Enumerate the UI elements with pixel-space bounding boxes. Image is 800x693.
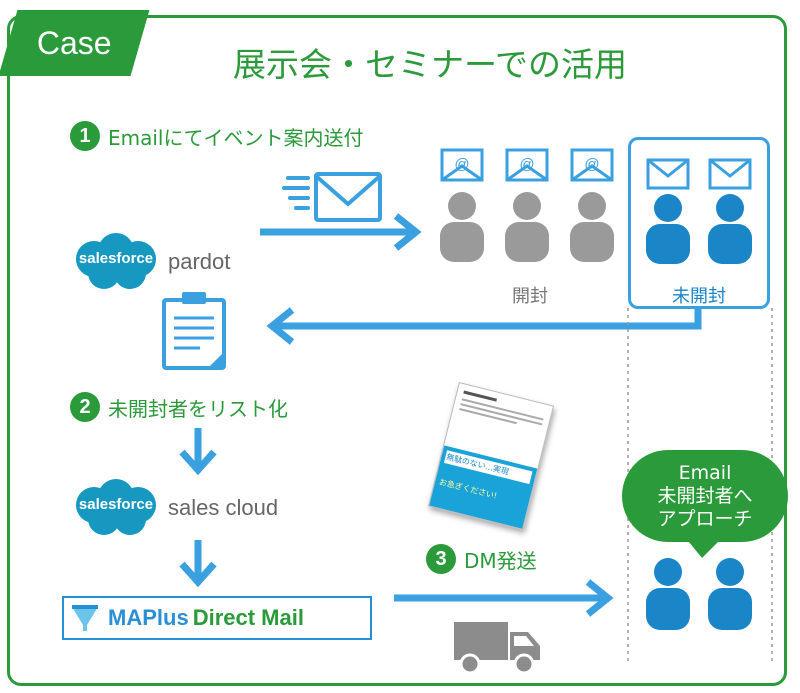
- arrow-to-recipients-icon: [260, 213, 422, 251]
- step-3-number: 3: [426, 544, 456, 574]
- case-tag: Case: [0, 10, 150, 76]
- arrow-to-unopened-icon: [394, 579, 614, 617]
- page-title: 展示会・セミナーでの活用: [232, 45, 628, 84]
- step-3: 3 DM発送: [426, 544, 537, 574]
- svg-text:@: @: [519, 156, 534, 173]
- step-2: 2 未開封者をリスト化: [70, 392, 288, 422]
- step-1-text: Emailにてイベント案内送付: [108, 125, 364, 150]
- down-arrow-icon: [179, 428, 217, 476]
- sent-envelope-icon: [282, 172, 382, 222]
- step-3-text: DM発送: [464, 548, 537, 573]
- step-2-text: 未開封者をリスト化: [108, 396, 288, 421]
- return-arrow-icon: [266, 306, 702, 345]
- unopened-people-icon: [646, 558, 752, 630]
- down-arrow-icon: [179, 540, 217, 588]
- step-2-number: 2: [70, 392, 100, 422]
- approach-bubble: Email 未開封者へ アプローチ: [622, 450, 788, 542]
- maplus-direct-mail-logo: MAPlus Direct Mail: [62, 596, 372, 640]
- salesforce-sales-cloud-logo: salesforce sales cloud: [70, 477, 278, 539]
- salesforce-cloud-icon: salesforce: [70, 231, 162, 293]
- pardot-label: pardot: [168, 249, 231, 274]
- unopened-label: 未開封: [672, 286, 726, 307]
- opened-label: 開封: [512, 286, 548, 307]
- svg-text:@: @: [454, 156, 469, 173]
- opened-envelope-icon: @: [440, 148, 484, 182]
- step-1: 1 Emailにてイベント案内送付: [70, 121, 364, 151]
- unopened-recipients: [646, 158, 752, 264]
- sales-cloud-label: sales cloud: [168, 495, 279, 520]
- opened-recipients: @ @ @: [440, 148, 614, 262]
- dm-corner: お急ぎください!: [438, 477, 498, 501]
- step-1-number: 1: [70, 121, 100, 151]
- funnel-icon: [72, 605, 98, 631]
- salesforce-cloud-icon: salesforce: [70, 477, 162, 539]
- bubble-tail: [684, 536, 724, 558]
- salesforce-pardot-logo: salesforce pardot: [70, 231, 230, 293]
- svg-text:@: @: [584, 156, 599, 173]
- clipboard-icon: [162, 292, 226, 370]
- case-frame: [7, 15, 787, 686]
- truck-icon: [454, 622, 540, 675]
